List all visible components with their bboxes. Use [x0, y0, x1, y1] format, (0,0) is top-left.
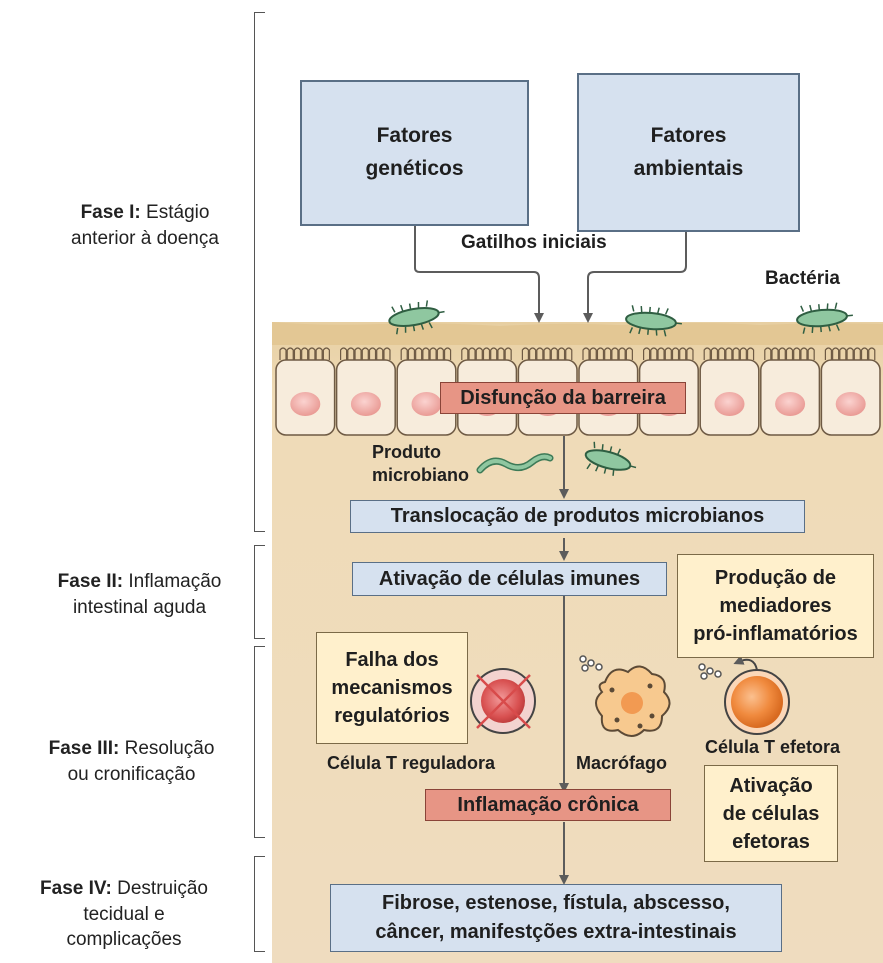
cytokine-dots-icon: [580, 656, 602, 671]
regulatory-failure-line-3: regulatórios: [331, 702, 452, 730]
microvilli: [583, 348, 632, 360]
microvilli: [462, 348, 511, 360]
genetic-factors-line-1: Fatores: [365, 120, 463, 153]
regulatory-failure-line-2: mecanismos: [331, 674, 452, 702]
macrophage-label: Macrófago: [576, 753, 667, 774]
cytokine-arrow: [738, 660, 757, 670]
triggers-label: Gatilhos iniciais: [461, 232, 607, 254]
microbial-product-line-1: Produto: [372, 441, 469, 464]
microvilli: [825, 348, 874, 360]
proinflammatory-line-3: pró-inflamatórios: [693, 620, 857, 648]
microvilli: [280, 348, 329, 360]
environmental-factors-line-2: ambientais: [634, 153, 744, 186]
cell-nucleus: [715, 392, 745, 416]
effector-activation-line-2: de células: [723, 800, 820, 828]
genetic-factors-line-2: genéticos: [365, 153, 463, 186]
complications-line-2: câncer, manifestções extra-intestinais: [375, 918, 736, 947]
regulatory-failure-line-1: Falha dos: [331, 646, 452, 674]
teff-label: Célula T efetora: [705, 737, 840, 758]
microbial-product-label: Produto microbiano: [372, 441, 469, 488]
regulatory-t-cell-icon: [471, 669, 535, 733]
cell-nucleus: [836, 392, 866, 416]
barrier-dysfunction-label: Disfunção da barreira: [440, 382, 686, 414]
effector-activation-line-3: efetoras: [723, 828, 820, 856]
macrophage-icon: [596, 666, 670, 736]
bacteria-label: Bactéria: [765, 268, 840, 290]
cell-nucleus: [351, 392, 381, 416]
cell-nucleus: [775, 392, 805, 416]
complications-line-1: Fibrose, estenose, fístula, abscesso,: [375, 889, 736, 918]
bacteria-icon: [582, 441, 639, 482]
chronic-inflammation-label: Inflamação crônica: [425, 789, 671, 821]
microvilli: [644, 348, 693, 360]
complications-box: Fibrose, estenose, fístula, abscesso,cân…: [330, 884, 782, 952]
proinflammatory-line-2: mediadores: [693, 592, 857, 620]
effector-activation-line-1: Ativação: [723, 772, 820, 800]
cell-nucleus: [412, 392, 442, 416]
microvilli: [401, 348, 450, 360]
microvilli: [704, 348, 753, 360]
microvilli: [341, 348, 390, 360]
effector-t-cell-icon: [725, 670, 789, 734]
treg-label: Célula T reguladora: [327, 753, 495, 774]
cytokine-dots-icon: [699, 664, 721, 679]
cell-nucleus: [290, 392, 320, 416]
immune-activation-label: Ativação de células imunes: [352, 562, 667, 596]
translocation-label: Translocação de produtos microbianos: [350, 500, 805, 533]
microvilli: [522, 348, 571, 360]
microbial-product-line-2: microbiano: [372, 464, 469, 487]
proinflammatory-line-1: Produção de: [693, 564, 857, 592]
microvilli: [765, 348, 814, 360]
mucus-layer: [272, 322, 883, 345]
environmental-factors-line-1: Fatores: [634, 120, 744, 153]
